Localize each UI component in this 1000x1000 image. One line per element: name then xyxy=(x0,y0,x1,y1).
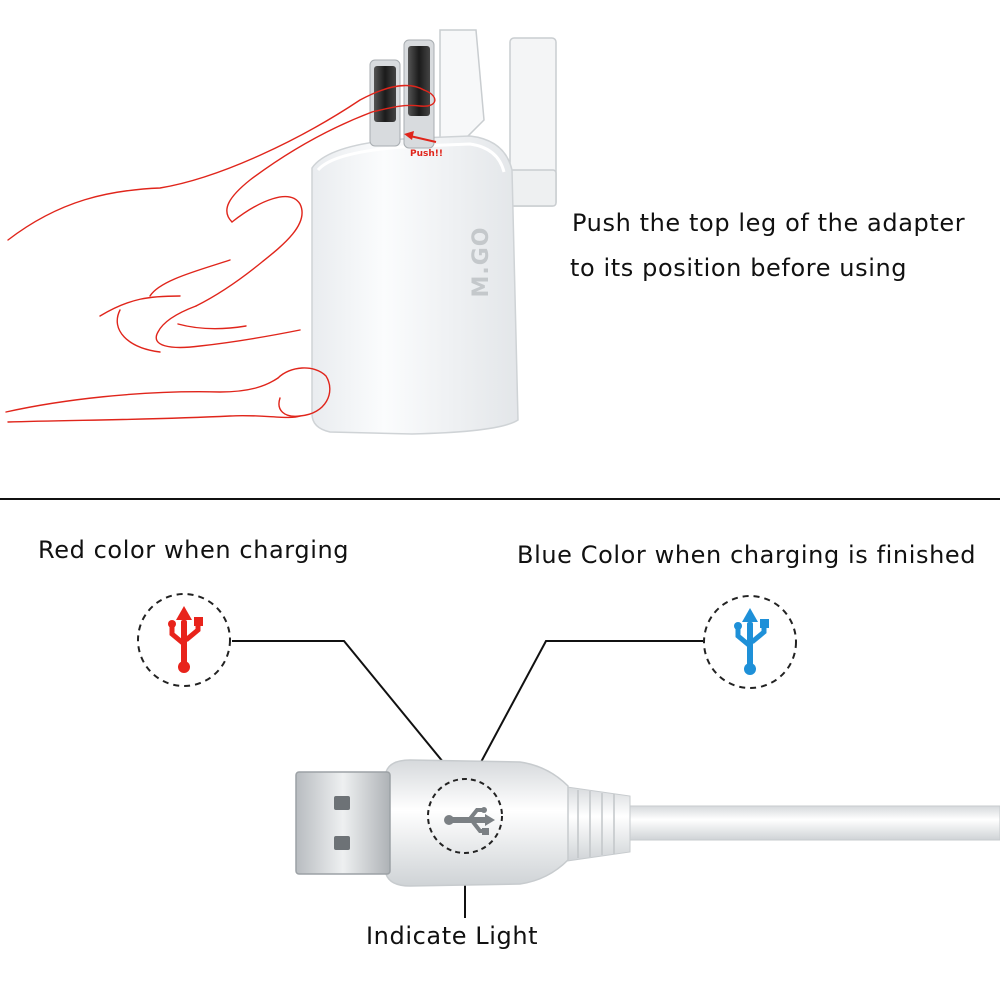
indicate-light-circle xyxy=(427,778,503,854)
neutral-pin xyxy=(403,39,435,149)
instruction-line-2: to its position before using xyxy=(570,254,907,282)
red-status-caption: Red color when charging xyxy=(38,536,349,564)
adapter: M.GO Push!! xyxy=(311,29,557,435)
usb-metal-plug xyxy=(295,771,391,875)
usb-red-icon xyxy=(168,606,203,673)
svg-text:Push!!: Push!! xyxy=(410,149,443,159)
hand-outline xyxy=(5,84,436,423)
push-indicator: Push!! xyxy=(404,131,443,159)
adapter-body xyxy=(311,135,519,435)
usb-gray-icon xyxy=(444,807,495,835)
usb-cable xyxy=(295,759,1000,887)
usb-blue-icon xyxy=(734,608,769,675)
live-pin xyxy=(369,59,401,147)
instruction-line-1: Push the top leg of the adapter xyxy=(572,209,965,237)
indicate-light-caption: Indicate Light xyxy=(366,922,538,950)
pin-housing xyxy=(439,29,485,147)
blue-indicator-circle xyxy=(703,595,797,689)
red-indicator-circle xyxy=(137,593,231,687)
adapter-brand-logo: M.GO xyxy=(469,226,494,297)
blue-status-caption: Blue Color when charging is finished xyxy=(517,541,976,569)
